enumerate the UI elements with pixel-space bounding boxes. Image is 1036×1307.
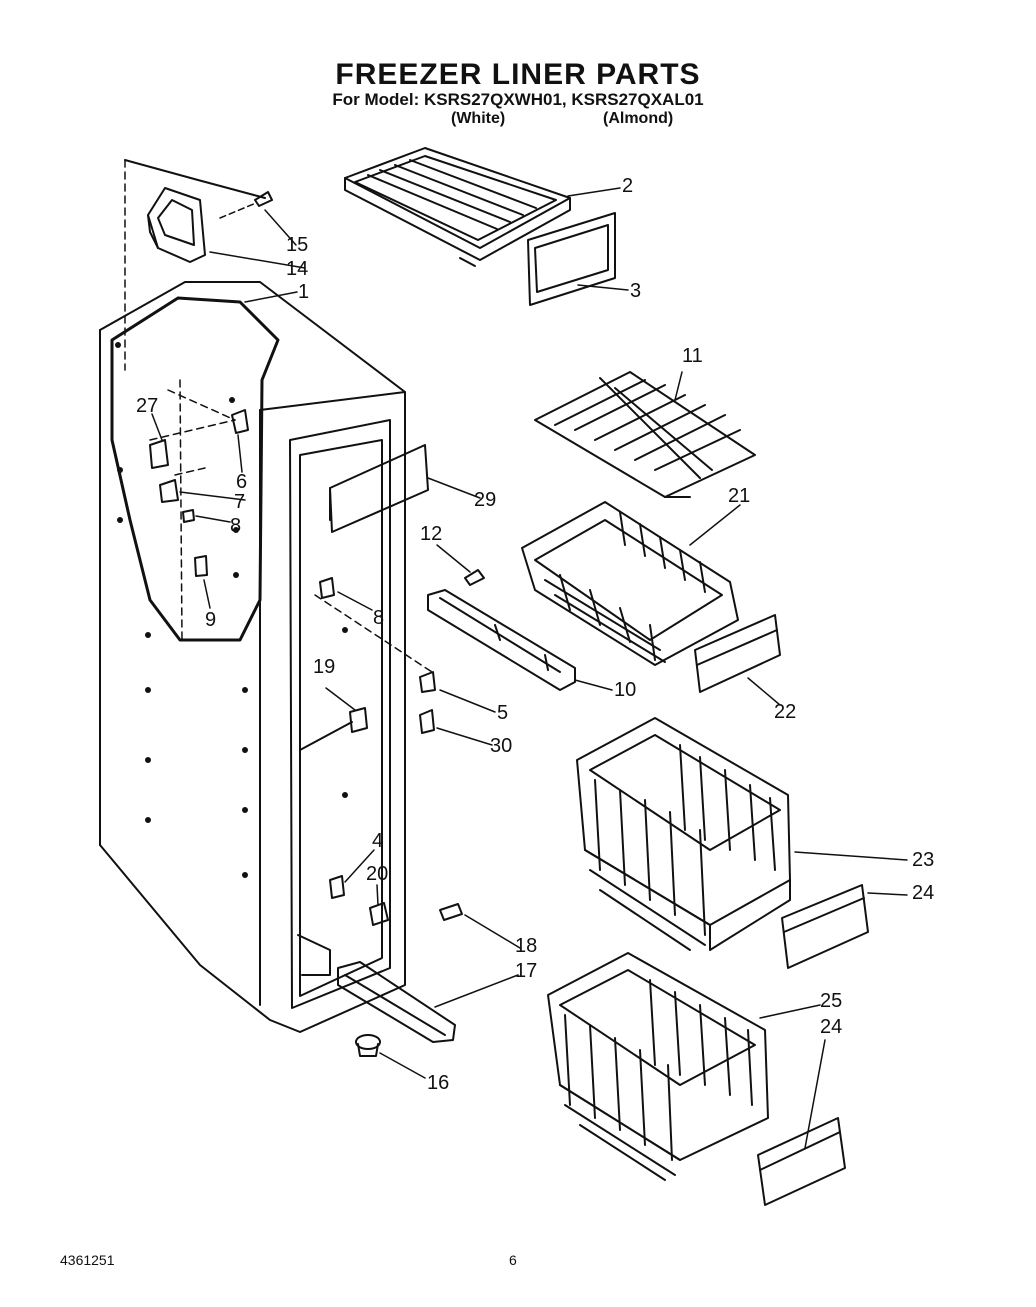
liner-handle: [147, 187, 206, 263]
bracket-screw-12: [464, 569, 485, 586]
document-number: 4361251: [60, 1252, 115, 1268]
model-line: For Model: KSRS27QXWH01, KSRS27QXAL01: [332, 90, 704, 109]
page-title: FREEZER LINER PARTS: [335, 58, 701, 91]
callout-25: 25: [820, 990, 842, 1012]
callout-30: 30: [490, 735, 512, 757]
leader-lines: [151, 187, 908, 1149]
callout-20: 20: [366, 863, 388, 885]
callout-17: 17: [515, 960, 537, 982]
callout-5: 5: [497, 702, 508, 724]
freezer-liner: [99, 159, 433, 1033]
variant-almond: (Almond): [603, 110, 674, 127]
callout-10: 10: [614, 679, 636, 701]
damper-bracket: [427, 589, 576, 691]
callout-18: 18: [515, 935, 537, 957]
clips: [149, 409, 463, 926]
wire-shelf: [534, 371, 756, 498]
callout-14: 14: [286, 258, 308, 280]
large-basket-25: [547, 952, 769, 1181]
callout-9: 9: [205, 609, 216, 631]
small-basket: [521, 501, 739, 666]
callout-11: 11: [682, 345, 703, 367]
lower-duct: [337, 961, 456, 1043]
callout-8b: 8: [373, 607, 384, 629]
callout-12: 12: [420, 523, 442, 545]
callout-6: 6: [236, 471, 247, 493]
callout-2: 2: [622, 175, 633, 197]
callout-4: 4: [372, 830, 383, 852]
air-duct: [329, 444, 429, 533]
callout-labels: 1 2 3 4 5 6 7 8 8 9 10 11 12 14 15 16 17…: [136, 175, 934, 1094]
callout-29: 29: [474, 489, 496, 511]
handle-screw: [219, 191, 273, 219]
callout-27: 27: [136, 395, 158, 417]
page-number: 6: [509, 1252, 517, 1268]
callout-8a: 8: [230, 515, 241, 537]
callout-23: 23: [912, 849, 934, 871]
callout-1: 1: [298, 281, 309, 303]
variant-white: (White): [451, 110, 506, 127]
callout-7: 7: [234, 491, 245, 513]
drain-plug: [355, 1034, 381, 1057]
shelf-trim: [527, 212, 616, 306]
callout-16: 16: [427, 1072, 449, 1094]
basket-front-22: [694, 614, 781, 693]
callout-3: 3: [630, 280, 641, 302]
callout-19: 19: [313, 656, 335, 678]
callout-22: 22: [774, 701, 796, 723]
callout-21: 21: [728, 485, 750, 507]
callout-15: 15: [286, 234, 308, 256]
callout-24b: 24: [820, 1016, 842, 1038]
basket-front-24b: [757, 1117, 846, 1206]
basket-front-24a: [781, 884, 869, 969]
large-basket-23: [576, 717, 791, 951]
callout-24a: 24: [912, 882, 934, 904]
top-shelf: [344, 147, 571, 267]
